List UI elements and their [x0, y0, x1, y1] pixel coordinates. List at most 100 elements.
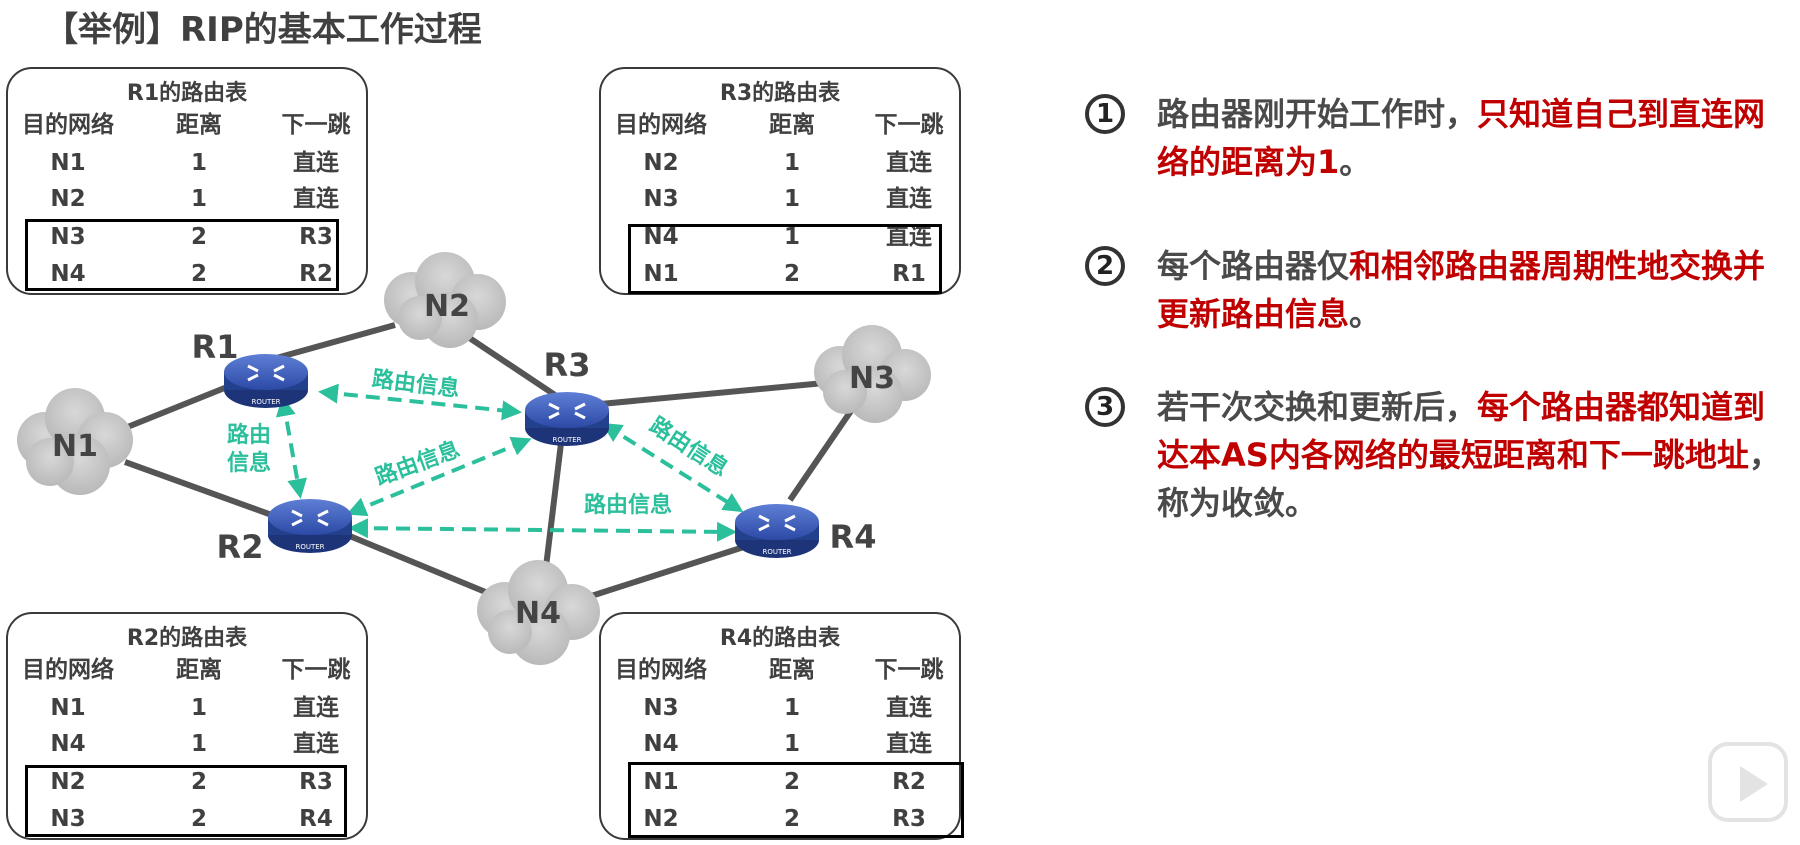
router-r3: ROUTER R3 — [525, 346, 609, 446]
play-button[interactable] — [1708, 742, 1788, 822]
cell-distance: 1 — [783, 150, 800, 176]
router-r4: ROUTER R4 — [735, 504, 876, 558]
network-cloud-n2: N2 — [384, 252, 506, 348]
note-2: 2 每个路由器仅和相邻路由器周期性地交换并更新路由信息。 — [1085, 242, 1785, 338]
table-row: N1 2 R1 — [601, 256, 959, 292]
table-row: N4 1 直连 — [601, 726, 959, 762]
learned-routes-box — [25, 765, 347, 837]
learned-routes-box — [628, 224, 942, 294]
cell-nexthop: 直连 — [293, 150, 339, 176]
note-text: 若干次交换和更新后，每个路由器都知道到达本AS内各网络的最短距离和下一跳地址，称… — [1157, 383, 1785, 527]
network-label-n1: N1 — [52, 429, 98, 464]
router-arrows-icon — [758, 514, 796, 532]
table-row: N4 1 直连 — [8, 726, 366, 762]
cell-nexthop: R2 — [892, 769, 926, 795]
note-3: 3 若干次交换和更新后，每个路由器都知道到达本AS内各网络的最短距离和下一跳地址… — [1085, 383, 1785, 527]
cell-distance: 1 — [783, 224, 800, 250]
link-r2-n4 — [338, 529, 502, 601]
cell-nexthop: 直连 — [293, 695, 339, 721]
table-header: 目的网络 距离 下一跳 — [8, 107, 366, 143]
r2-routing-table: R2的路由表 目的网络 距离 下一跳 N1 1 直连 N4 1 直连 N2 2 … — [6, 612, 368, 840]
cell-dest: N2 — [643, 150, 679, 176]
table-row: N2 1 直连 — [601, 145, 959, 181]
cell-nexthop: 直连 — [293, 731, 339, 757]
router-label-r4: R4 — [830, 518, 877, 556]
router-label-r1: R1 — [192, 328, 239, 366]
cell-dest: N3 — [50, 224, 86, 250]
header-nexthop: 下一跳 — [281, 657, 351, 683]
cell-dest: N2 — [50, 186, 86, 212]
router-label-r3: R3 — [544, 346, 591, 384]
cell-distance: 2 — [783, 261, 800, 287]
header-dest: 目的网络 — [615, 657, 707, 683]
router-r2: ROUTER R2 — [217, 499, 352, 566]
table-row: N2 2 R3 — [8, 764, 366, 800]
note-text: 每个路由器仅和相邻路由器周期性地交换并更新路由信息。 — [1157, 242, 1785, 338]
cell-nexthop: 直连 — [293, 186, 339, 212]
table-row: N4 1 直连 — [601, 219, 959, 255]
cell-nexthop: 直连 — [886, 224, 932, 250]
router-caption: ROUTER — [295, 543, 324, 551]
cell-dest: N4 — [643, 731, 679, 757]
cell-dest: N4 — [50, 731, 86, 757]
header-nexthop: 下一跳 — [874, 657, 944, 683]
exchange-arrow-r3-r4 — [601, 422, 744, 513]
cell-dest: N1 — [643, 261, 679, 287]
header-distance: 距离 — [176, 112, 222, 138]
table-header: 目的网络 距离 下一跳 — [601, 652, 959, 688]
cell-distance: 2 — [190, 224, 207, 250]
cell-dest: N1 — [50, 150, 86, 176]
r1-routing-table: R1的路由表 目的网络 距离 下一跳 N1 1 直连 N2 1 直连 N3 2 … — [6, 67, 368, 295]
exchange-label-r1-r2-line2: 信息 — [227, 450, 271, 476]
note-text: 路由器刚开始工作时，只知道自己到直连网络的距离为1。 — [1157, 90, 1785, 186]
exchange-arrow-r1-r3 — [318, 383, 522, 421]
note-plain-text: 每个路由器仅 — [1157, 247, 1350, 285]
network-cloud-n3: N3 — [814, 325, 931, 423]
header-distance: 距离 — [769, 657, 815, 683]
cell-dest: N2 — [643, 806, 679, 832]
network-topology-diagram: 路由信息 路由 信息 路由信息 路由信息 路由信息 N1 N2 N3 N4 — [17, 252, 931, 665]
header-dest: 目的网络 — [22, 657, 114, 683]
note-tail-text: 。 — [1339, 143, 1372, 181]
cell-distance: 2 — [190, 769, 207, 795]
cell-nexthop: R1 — [892, 261, 926, 287]
router-caption: ROUTER — [762, 548, 791, 556]
note-highlight-text: 和相邻路由器周期性地交换并更新路由信息 — [1157, 247, 1766, 333]
note-tail-text: ，称为收敛。 — [1157, 436, 1781, 522]
cell-nexthop: R4 — [299, 806, 333, 832]
link-n2-r3 — [463, 332, 557, 398]
note-plain-text: 路由器刚开始工作时， — [1157, 95, 1478, 133]
cell-nexthop: 直连 — [886, 731, 932, 757]
link-n4-r4 — [584, 542, 751, 601]
network-label-n3: N3 — [849, 361, 895, 396]
cell-dest: N1 — [50, 695, 86, 721]
network-cloud-n1: N1 — [17, 388, 133, 495]
cell-distance: 1 — [190, 695, 207, 721]
table-row: N1 1 直连 — [8, 145, 366, 181]
link-r3-n3 — [589, 379, 836, 408]
header-distance: 距离 — [769, 112, 815, 138]
cell-distance: 1 — [783, 695, 800, 721]
network-cloud-n4: N4 — [477, 560, 600, 665]
learned-routes-box — [628, 762, 964, 838]
header-nexthop: 下一跳 — [281, 112, 351, 138]
header-distance: 距离 — [176, 657, 222, 683]
cell-nexthop: R3 — [299, 769, 333, 795]
link-r3-n4 — [542, 434, 565, 576]
exchange-arrow-r1-r2 — [275, 396, 308, 499]
cell-dest: N3 — [50, 806, 86, 832]
cell-dest: N3 — [643, 695, 679, 721]
exchange-label-r1-r2-line1: 路由 — [227, 422, 271, 448]
link-n1-r1 — [123, 382, 234, 431]
link-n1-r2 — [123, 459, 282, 521]
table-caption: R3的路由表 — [719, 81, 841, 106]
header-nexthop: 下一跳 — [874, 112, 944, 138]
cell-distance: 1 — [783, 731, 800, 757]
note-number-badge: 3 — [1085, 387, 1125, 427]
router-arrows-icon — [291, 509, 329, 527]
cell-dest: N1 — [643, 769, 679, 795]
cell-dest: N4 — [50, 261, 86, 287]
page-title: 【举例】RIP的基本工作过程 — [44, 10, 482, 50]
cell-nexthop: 直连 — [886, 150, 932, 176]
cell-dest: N3 — [643, 186, 679, 212]
